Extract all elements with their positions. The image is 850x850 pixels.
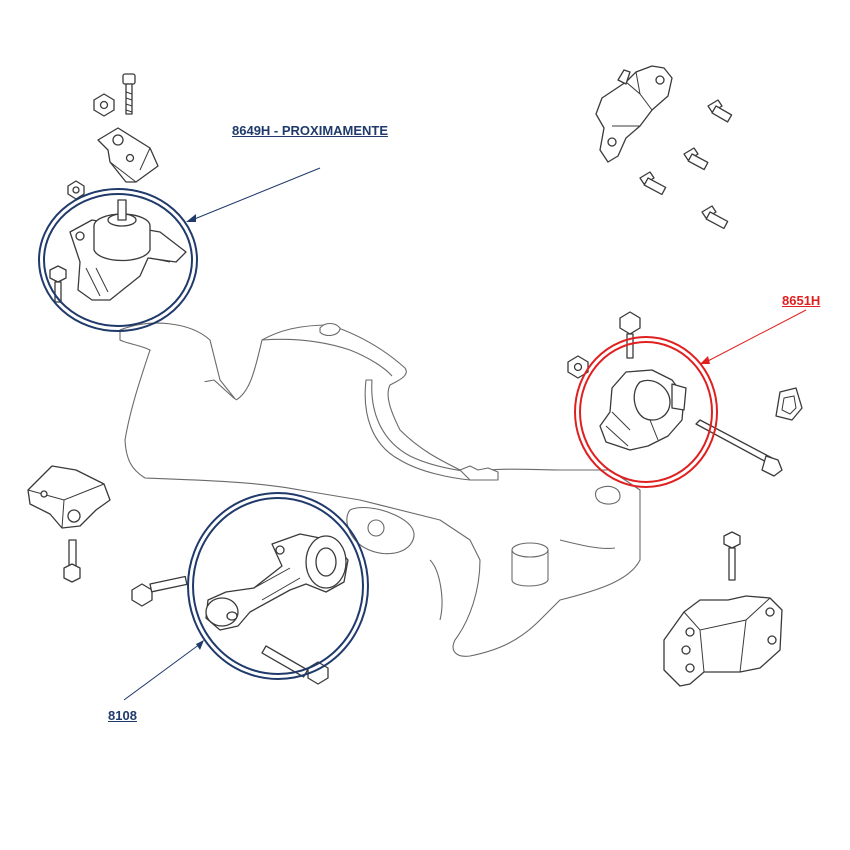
label-8651h[interactable]: 8651H bbox=[782, 293, 821, 308]
highlight-circle-8649h bbox=[38, 188, 198, 332]
subframe-crossmember bbox=[119, 322, 641, 657]
torque-rod-8108 bbox=[205, 533, 349, 631]
top-left-mount-assembly bbox=[49, 73, 187, 303]
leader-line-8651h bbox=[700, 309, 807, 364]
bolt-top-left bbox=[122, 73, 136, 115]
bolt-tr-3 bbox=[639, 171, 667, 196]
leader-line-8108 bbox=[123, 640, 204, 701]
bolt-right-top bbox=[619, 311, 641, 359]
label-8108[interactable]: 8108 bbox=[108, 708, 137, 723]
right-mount-assembly bbox=[567, 311, 803, 477]
engine-mount-8649h bbox=[69, 199, 187, 301]
bolt-tr-4 bbox=[701, 205, 729, 230]
nut-top-left bbox=[93, 93, 115, 117]
highlight-circle-8108 bbox=[187, 492, 369, 680]
nut-left-mid bbox=[67, 180, 85, 200]
engine-mount-8651h bbox=[599, 369, 687, 451]
bolt-left-lower bbox=[49, 265, 67, 303]
highlight-circle-8651h bbox=[574, 336, 718, 488]
bolt-tr-2 bbox=[683, 147, 709, 171]
bolt-tr-1 bbox=[707, 99, 733, 123]
bolt-bottom-right bbox=[723, 531, 741, 581]
nut-right bbox=[567, 355, 589, 379]
label-8649h-proximamente[interactable]: 8649H - PROXIMAMENTE bbox=[232, 123, 389, 138]
left-side-bracket-assembly bbox=[27, 465, 111, 583]
leader-line-8649h bbox=[186, 167, 321, 222]
bolt-torque-left bbox=[131, 575, 188, 607]
bottom-right-bracket-assembly bbox=[663, 531, 783, 687]
bracket-top-left bbox=[97, 127, 159, 183]
bolt-left-side bbox=[63, 539, 81, 583]
top-right-bracket-assembly bbox=[595, 65, 733, 230]
gasket-right bbox=[775, 387, 803, 421]
torque-rod-assembly bbox=[131, 533, 349, 685]
